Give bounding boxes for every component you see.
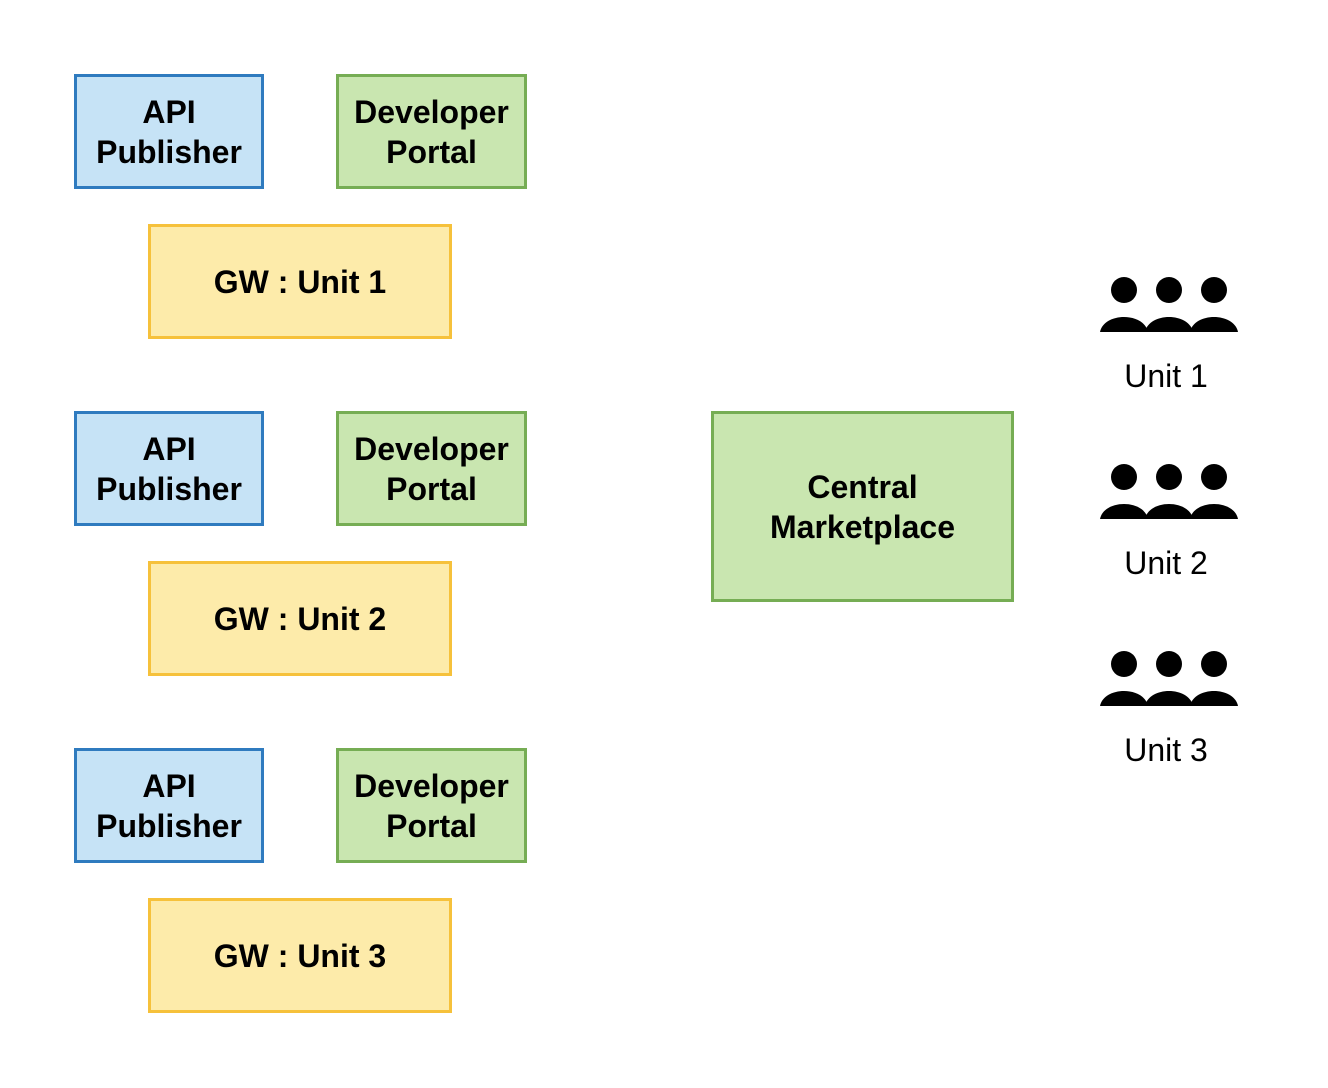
unit-group-2: Unit 2: [1094, 463, 1244, 583]
unit-label-2: Unit 2: [1124, 545, 1208, 581]
people-icon: [1100, 464, 1238, 519]
api-publisher-box-2: API Publisher: [74, 411, 264, 526]
developer-portal-box-3: Developer Portal: [336, 748, 527, 863]
unit-label-3: Unit 3: [1124, 732, 1208, 768]
unit-label-1: Unit 1: [1124, 358, 1208, 394]
gateway-box-3: GW : Unit 3: [148, 898, 452, 1013]
unit-group-1: Unit 1: [1094, 276, 1244, 396]
api-publisher-box-3: API Publisher: [74, 748, 264, 863]
unit-group-3: Unit 3: [1094, 650, 1244, 770]
central-marketplace-box: Central Marketplace: [711, 411, 1014, 602]
people-icon: [1100, 277, 1238, 332]
api-publisher-box-1: API Publisher: [74, 74, 264, 189]
developer-portal-box-2: Developer Portal: [336, 411, 527, 526]
people-icon: [1100, 651, 1238, 706]
developer-portal-box-1: Developer Portal: [336, 74, 527, 189]
gateway-box-2: GW : Unit 2: [148, 561, 452, 676]
gateway-box-1: GW : Unit 1: [148, 224, 452, 339]
